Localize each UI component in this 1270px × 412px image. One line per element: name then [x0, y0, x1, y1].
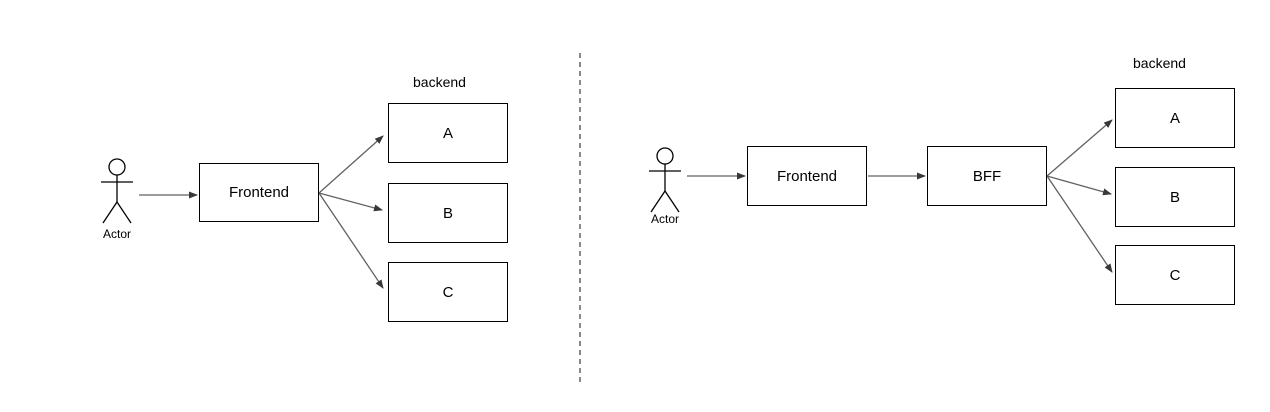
backend-node-b: B [1115, 167, 1235, 227]
frontend-node: Frontend [747, 146, 867, 206]
arrow-frontend-to-b [318, 192, 383, 212]
arrow-bff-to-c [1046, 175, 1113, 273]
actor-label: Actor [102, 227, 132, 241]
backend-node-a: A [1115, 88, 1235, 148]
actor-icon [101, 158, 133, 224]
backend-node-b: B [388, 183, 508, 243]
arrow-frontend-to-a [318, 135, 384, 194]
bff-node: BFF [927, 146, 1047, 206]
backend-node-c: C [1115, 245, 1235, 305]
backend-group-label: backend [1133, 55, 1186, 71]
arrow-frontend-to-c [318, 192, 384, 289]
actor-icon [649, 147, 681, 213]
backend-node-a: A [388, 103, 508, 163]
backend-group-label: backend [413, 74, 466, 90]
arrow-bff-to-a [1046, 119, 1113, 177]
backend-node-c: C [388, 262, 508, 322]
actor-label: Actor [650, 212, 680, 226]
frontend-node: Frontend [199, 163, 319, 222]
arrow-bff-to-b [1046, 175, 1112, 196]
